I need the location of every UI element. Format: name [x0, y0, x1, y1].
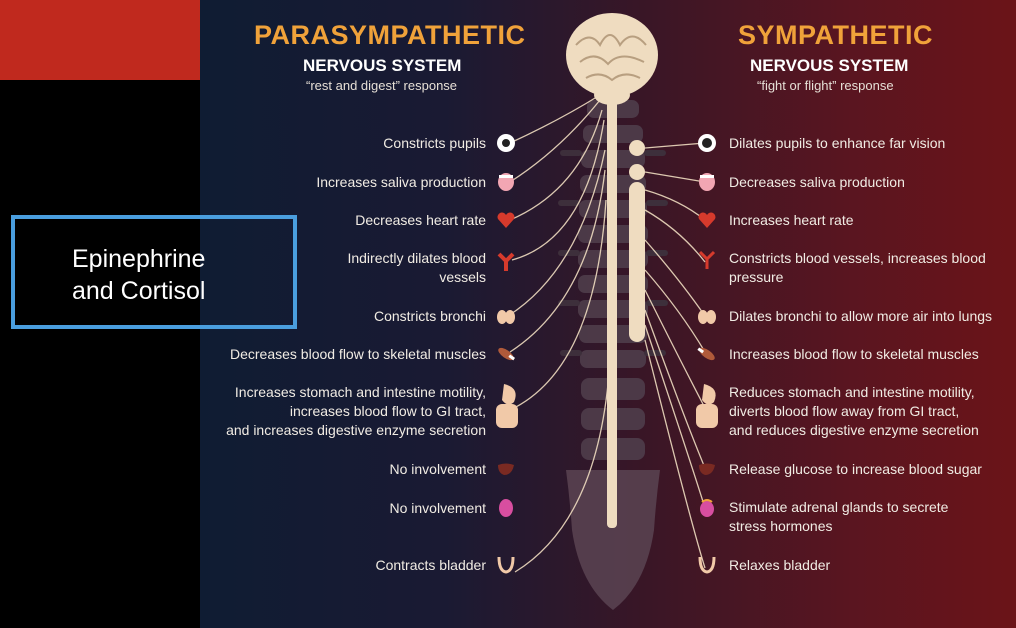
liver-icon: [496, 459, 516, 479]
mouth-icon: [496, 172, 516, 192]
sympathetic-tagline: “fight or flight” response: [757, 78, 894, 93]
para-vessels-line2: vessels: [439, 269, 486, 285]
symp-digestive-line3: and reduces digestive enzyme secretion: [729, 422, 979, 438]
digestive-icon: [492, 382, 522, 430]
symp-item-digestive: Reduces stomach and intestine motility, d…: [729, 383, 1016, 440]
para-item-bladder: Contracts bladder: [375, 557, 486, 573]
bladder-icon: [697, 555, 717, 575]
symp-adrenal-line2: stress hormones: [729, 518, 833, 534]
callout-line2: and Cortisol: [72, 277, 206, 305]
callout-line1: Epinephrine: [72, 245, 206, 273]
para-item-liver: No involvement: [389, 461, 487, 477]
para-item-kidney: No involvement: [389, 500, 487, 516]
digestive-icon: [692, 382, 722, 430]
para-item-heart: Decreases heart rate: [355, 212, 486, 228]
para-item-vessels: Indirectly dilates blood vessels: [216, 249, 486, 287]
parasympathetic-tagline: “rest and digest” response: [306, 78, 458, 93]
blood-vessel-icon: [496, 252, 516, 272]
symp-item-pupils: Dilates pupils to enhance far vision: [729, 135, 946, 151]
liver-icon: [697, 459, 717, 479]
red-accent-bar: [0, 0, 200, 80]
eye-icon: [697, 133, 717, 153]
nervous-system-infographic: PARASYMPATHETIC NERVOUS SYSTEM “rest and…: [200, 0, 1016, 628]
symp-item-liver: Release glucose to increase blood sugar: [729, 461, 982, 477]
symp-item-heart: Increases heart rate: [729, 212, 854, 228]
para-item-pupils: Constricts pupils: [383, 135, 486, 151]
symp-item-saliva: Decreases saliva production: [729, 174, 905, 190]
muscle-icon: [496, 344, 516, 364]
bladder-icon: [496, 555, 516, 575]
symp-item-muscles: Increases blood flow to skeletal muscles: [729, 346, 979, 362]
sympathetic-subtitle: NERVOUS SYSTEM: [750, 56, 909, 75]
lungs-icon: [496, 306, 516, 326]
symp-item-bronchi: Dilates bronchi to allow more air into l…: [729, 308, 993, 324]
mouth-icon: [697, 172, 717, 192]
symp-vessels-line2: pressure: [729, 269, 784, 285]
symp-digestive-line1: Reduces stomach and intestine motility,: [729, 384, 975, 400]
lungs-icon: [697, 306, 717, 326]
heart-icon: [496, 210, 516, 230]
symp-digestive-line2: diverts blood flow away from GI tract,: [729, 403, 960, 419]
hormone-callout-box: Epinephrine and Cortisol: [11, 215, 297, 329]
para-item-saliva: Increases saliva production: [316, 174, 486, 190]
symp-vessels-line1: Constricts blood vessels, increases bloo…: [729, 250, 986, 266]
para-item-muscles: Decreases blood flow to skeletal muscles: [229, 346, 486, 362]
brain-icon: [566, 13, 658, 105]
left-background-panel: [0, 0, 200, 628]
symp-item-bladder: Relaxes bladder: [729, 557, 831, 573]
para-digestive-line3: and increases digestive enzyme secretion: [226, 422, 486, 438]
sympathetic-title: SYMPATHETIC: [738, 20, 934, 50]
para-vessels-line1: Indirectly dilates blood: [347, 250, 486, 266]
parasympathetic-subtitle: NERVOUS SYSTEM: [303, 56, 462, 75]
symp-adrenal-line1: Stimulate adrenal glands to secrete: [729, 499, 949, 515]
para-digestive-line2: increases blood flow to GI tract,: [289, 403, 486, 419]
adrenal-icon: [697, 498, 717, 518]
heart-icon: [697, 210, 717, 230]
callout-text: Epinephrine and Cortisol: [72, 243, 205, 307]
kidney-icon: [496, 498, 516, 518]
blood-vessel-icon: [697, 250, 717, 270]
symp-item-adrenal: Stimulate adrenal glands to secrete stres…: [729, 498, 1016, 536]
para-item-digestive: Increases stomach and intestine motility…: [200, 383, 486, 440]
eye-icon: [496, 133, 516, 153]
muscle-icon: [697, 344, 717, 364]
symp-item-vessels: Constricts blood vessels, increases bloo…: [729, 249, 1016, 287]
parasympathetic-title: PARASYMPATHETIC: [254, 20, 526, 50]
para-digestive-line1: Increases stomach and intestine motility…: [234, 384, 486, 400]
spine-illustration: [507, 13, 706, 610]
para-item-bronchi: Constricts bronchi: [373, 308, 486, 324]
